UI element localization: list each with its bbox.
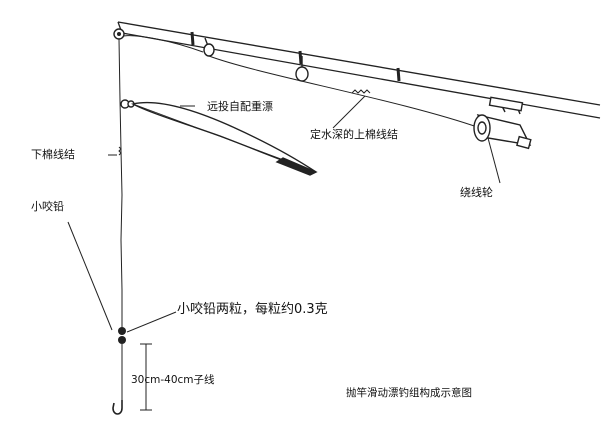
line-guide-2 bbox=[295, 56, 309, 82]
reel-label: 绕线轮 bbox=[460, 185, 493, 199]
main-line bbox=[123, 35, 481, 129]
swivel-icon bbox=[120, 99, 135, 109]
line-guide-1 bbox=[203, 37, 215, 57]
leader-length-label: 30cm-40cm子线 bbox=[131, 373, 215, 386]
lower-knot-icon bbox=[118, 146, 122, 156]
float-label: 远投自配重漂 bbox=[207, 99, 273, 113]
reel-icon bbox=[473, 96, 532, 150]
diagram-caption: 抛竿滑动漂钓组构成示意图 bbox=[346, 386, 472, 399]
lower-knot-label: 下棉线结 bbox=[31, 147, 75, 161]
sinker-icon bbox=[118, 327, 126, 344]
rod-tip-icon bbox=[113, 28, 125, 40]
callout-lines bbox=[67, 95, 501, 333]
upper-knot-label: 定水深的上棉线结 bbox=[310, 127, 398, 141]
small-sinker-label: 小咬铅 bbox=[31, 199, 64, 213]
float-icon bbox=[130, 101, 318, 176]
upper-knot-icon bbox=[351, 89, 371, 94]
leader-dimension bbox=[140, 343, 152, 411]
hook-icon bbox=[112, 400, 123, 415]
fishing-rod bbox=[117, 21, 601, 119]
fishing-line-vertical bbox=[118, 38, 123, 335]
sinker-note-label: 小咬铅两粒，每粒约0.3克 bbox=[177, 301, 328, 317]
